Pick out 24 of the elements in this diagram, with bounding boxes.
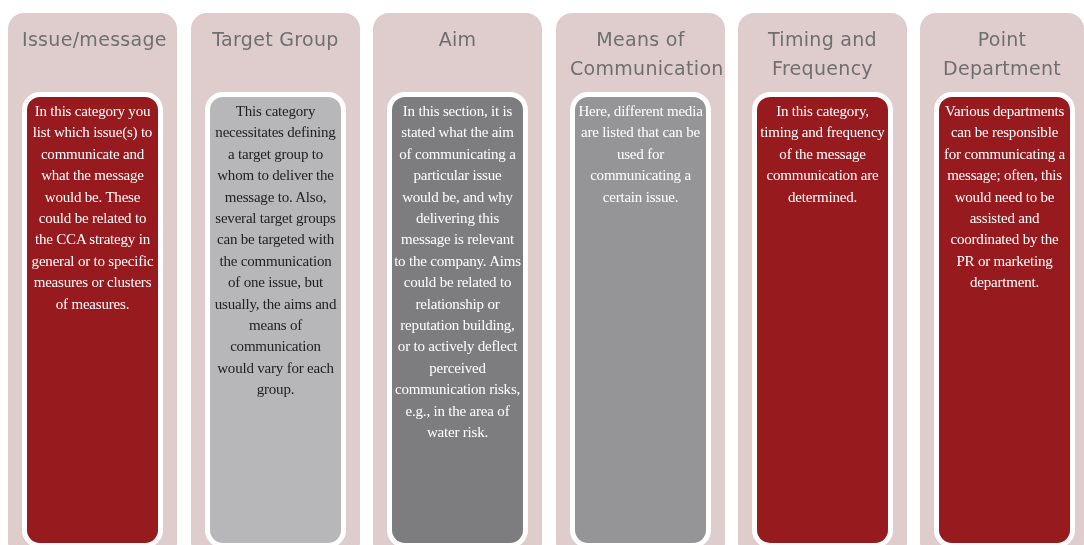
description-card [934, 92, 1075, 545]
column-heading: Timing and Frequency [767, 27, 878, 81]
description-card [570, 92, 711, 545]
description-text: In this category, timing and frequency of the message communication are determined. [759, 102, 886, 207]
column-heading: Target Group [211, 27, 340, 52]
description-text: This category necessitates defining a target group to whom to deliver the message to. Also, several target groups can be targeted with the communication of one issue, but usually, the aims and means of communication would vary for each group. [213, 102, 338, 400]
description-text: Various departments can be responsible for communicating a message; often, this would need to be assisted and coordinated by the PR or marketing department. [942, 102, 1067, 293]
description-text: In this category you list which issue(s) to communicate and what the message would be. These could be related to the CCA strategy in general or to specific measures or clusters of measures. [30, 102, 155, 314]
column-panel [373, 13, 542, 545]
column-panel [191, 13, 360, 545]
column-panel [920, 13, 1084, 545]
column-heading: Aim [437, 27, 478, 52]
description-text: Here, different media are listed that can be used for communicating a certain issue. [577, 102, 704, 207]
column-heading: Means of Communication [569, 27, 725, 81]
description-text: In this section, it is stated what the aim of communicating a particular issue would be, and why delivering this message is relevant to the company. Aims could be related to relationship or reputation building, or to actively deflect perceived communication risks, e.g., in the area of water risk. [394, 102, 521, 443]
description-card [387, 92, 528, 545]
column-heading: Point Department [942, 27, 1062, 81]
column-panel [556, 13, 725, 545]
description-card [752, 92, 893, 545]
column-panel [738, 13, 907, 545]
description-card [205, 92, 346, 545]
description-card [22, 92, 163, 545]
column-heading: Issue/message [21, 27, 168, 52]
column-panel [8, 13, 177, 545]
